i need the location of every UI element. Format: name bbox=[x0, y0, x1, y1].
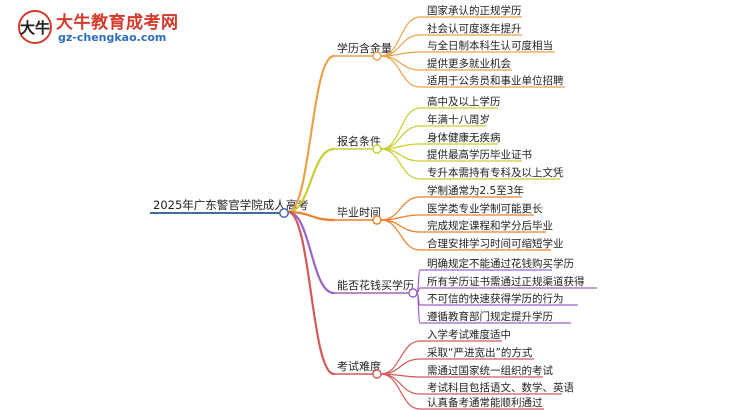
leaf-label: 明确规定不能通过花钱购买学历 bbox=[427, 257, 574, 270]
branch-label: 考试难度 bbox=[337, 359, 381, 373]
leaf-connector bbox=[380, 143, 421, 150]
leaf-label: 年满十八周岁 bbox=[427, 113, 490, 126]
logo-site-url: gz-chengkao.com bbox=[58, 31, 167, 44]
leaf-label: 合理安排学习时间可缩短学业 bbox=[427, 237, 564, 250]
leaf-connector bbox=[380, 55, 421, 71]
branch-label: 报名条件 bbox=[337, 134, 381, 148]
leaf-label: 不可信的快速获得学历的行为 bbox=[427, 292, 564, 305]
logo-badge-icon: 大牛 bbox=[18, 10, 52, 44]
branch-node bbox=[372, 51, 382, 61]
leaf-label: 遵循教育部门规定提升学历 bbox=[427, 310, 553, 323]
leaf-label: 采取“严进宽出”的方式 bbox=[427, 346, 533, 359]
branch-node bbox=[408, 288, 418, 298]
branch-connector bbox=[286, 54, 336, 214]
leaf-label: 国家承认的正规学历 bbox=[427, 4, 522, 17]
leaf-label: 专升本需持有专科及以上文凭 bbox=[427, 166, 564, 179]
leaf-label: 医学类专业学制可能更长 bbox=[427, 202, 543, 215]
leaf-label: 提供最高学历毕业证书 bbox=[427, 148, 532, 161]
root-node bbox=[279, 208, 289, 218]
leaf-connector bbox=[380, 340, 421, 375]
leaf-label: 社会认可度逐年提升 bbox=[427, 22, 522, 35]
leaf-label: 高中及以上学历 bbox=[427, 95, 501, 108]
leaf-connector bbox=[380, 148, 421, 162]
leaf-label: 提供更多就业机会 bbox=[427, 57, 511, 70]
leaf-connector bbox=[380, 55, 421, 88]
site-logo[interactable]: 大牛 大牛教育成考网 gz-chengkao.com bbox=[2, 4, 192, 48]
root-label: 2025年广东警官学院成人高考 bbox=[153, 198, 309, 212]
branch-label: 学历含金量 bbox=[337, 41, 392, 55]
branch-connector bbox=[286, 210, 336, 376]
leaf-connector bbox=[380, 358, 421, 375]
leaf-connector bbox=[380, 373, 421, 410]
branch-node bbox=[372, 144, 382, 154]
branch-connector bbox=[286, 210, 336, 295]
leaf-connector bbox=[380, 107, 421, 150]
branch-label: 毕业时间 bbox=[337, 206, 381, 219]
leaf-connector bbox=[380, 214, 421, 221]
leaf-connector bbox=[416, 292, 421, 324]
leaf-label: 所有学历证书需通过正规渠道获得 bbox=[427, 275, 585, 288]
leaf-label: 入学考试难度适中 bbox=[427, 328, 511, 341]
branch-connector bbox=[286, 147, 336, 214]
logo-badge-text: 大牛 bbox=[20, 19, 51, 37]
logo-title: 大牛教育成考网 bbox=[56, 13, 179, 33]
leaf-label: 需通过国家统一组织的考试 bbox=[427, 364, 553, 377]
leaf-connector bbox=[380, 219, 421, 233]
leaf-connector bbox=[380, 148, 421, 180]
leaf-label: 学制通常为2.5至3年 bbox=[427, 184, 524, 197]
leaf-connector bbox=[380, 219, 421, 251]
branch-node bbox=[372, 215, 382, 225]
leaf-label: 身体健康无疾病 bbox=[427, 131, 501, 144]
leaf-label: 完成规定课程和学分后毕业 bbox=[427, 219, 553, 232]
leaf-label: 考试科目包括语文、数学、英语 bbox=[427, 381, 574, 394]
branch-label: 能否花钱买学历 bbox=[337, 278, 414, 292]
leaf-label: 认真备考通常能顺利通过 bbox=[427, 396, 543, 409]
leaf-label: 适用于公务员和事业单位招聘 bbox=[427, 74, 564, 87]
leaf-label: 与全日制本科生认可度相当 bbox=[427, 39, 553, 52]
leaf-connector bbox=[380, 196, 421, 221]
branch-node bbox=[372, 369, 382, 379]
branch-connector bbox=[286, 210, 336, 222]
